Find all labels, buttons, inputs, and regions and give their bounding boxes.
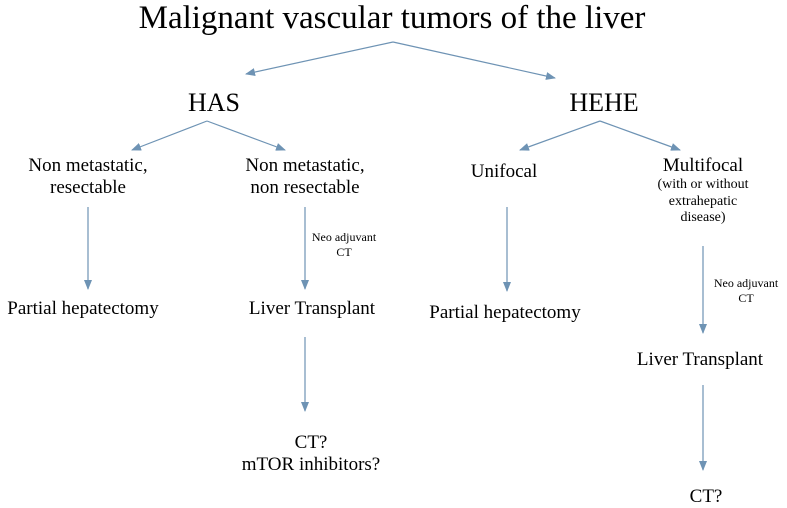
arrow-title-to-has (245, 41, 394, 76)
note-line: CT (336, 245, 352, 259)
node-line: mTOR inhibitors? (241, 453, 381, 475)
diagram-title: Malignant vascular tumors of the liver (138, 0, 646, 36)
node-hehe: HEHE (569, 88, 639, 117)
node-line: extrahepatic (668, 193, 738, 209)
node-line: CT? (294, 432, 328, 453)
node-line: resectable (50, 176, 126, 198)
node-has-ct-mtor: CT? mTOR inhibitors? (242, 432, 380, 476)
node-hehe-ct: CT? (689, 486, 723, 507)
node-has-liver-transplant: Liver Transplant (248, 298, 376, 319)
node-multifocal-note: (with or without extrahepatic disease) (658, 177, 749, 227)
node-hehe-liver-transplant: Liver Transplant (636, 349, 764, 370)
arrow-title-to-hehe (392, 41, 556, 80)
node-hehe-multifocal: Multifocal (with or without extrahepatic… (658, 155, 749, 227)
node-has-nonmet-resectable: Non metastatic, resectable (28, 155, 147, 199)
arrow-hehe-to-multifocal (599, 120, 681, 151)
node-has-partial-hepatectomy: Partial hepatectomy (7, 298, 159, 319)
edge-label-has-neo-adjuvant: Neo adjuvant CT (312, 230, 376, 260)
edge-label-hehe-neo-adjuvant: Neo adjuvant CT (714, 276, 778, 306)
arrow-has-to-nonresectable (206, 120, 286, 151)
node-line: disease) (680, 210, 726, 226)
node-line: Non metastatic, (245, 155, 365, 176)
note-line: Neo adjuvant (311, 230, 377, 244)
node-has: HAS (187, 88, 241, 117)
note-line: CT (738, 291, 754, 305)
node-line: Multifocal (662, 155, 744, 176)
node-hehe-unifocal: Unifocal (470, 161, 538, 182)
node-line: Non metastatic, (28, 155, 148, 176)
arrow-hehe-to-unifocal (519, 120, 601, 151)
arrow-has-to-resectable (131, 120, 208, 151)
node-line: non resectable (250, 176, 360, 198)
note-line: Neo adjuvant (713, 276, 779, 290)
node-hehe-partial-hepatectomy: Partial hepatectomy (429, 302, 581, 323)
node-has-nonmet-nonresectable: Non metastatic, non resectable (245, 155, 364, 199)
node-line: (with or without (657, 176, 749, 192)
